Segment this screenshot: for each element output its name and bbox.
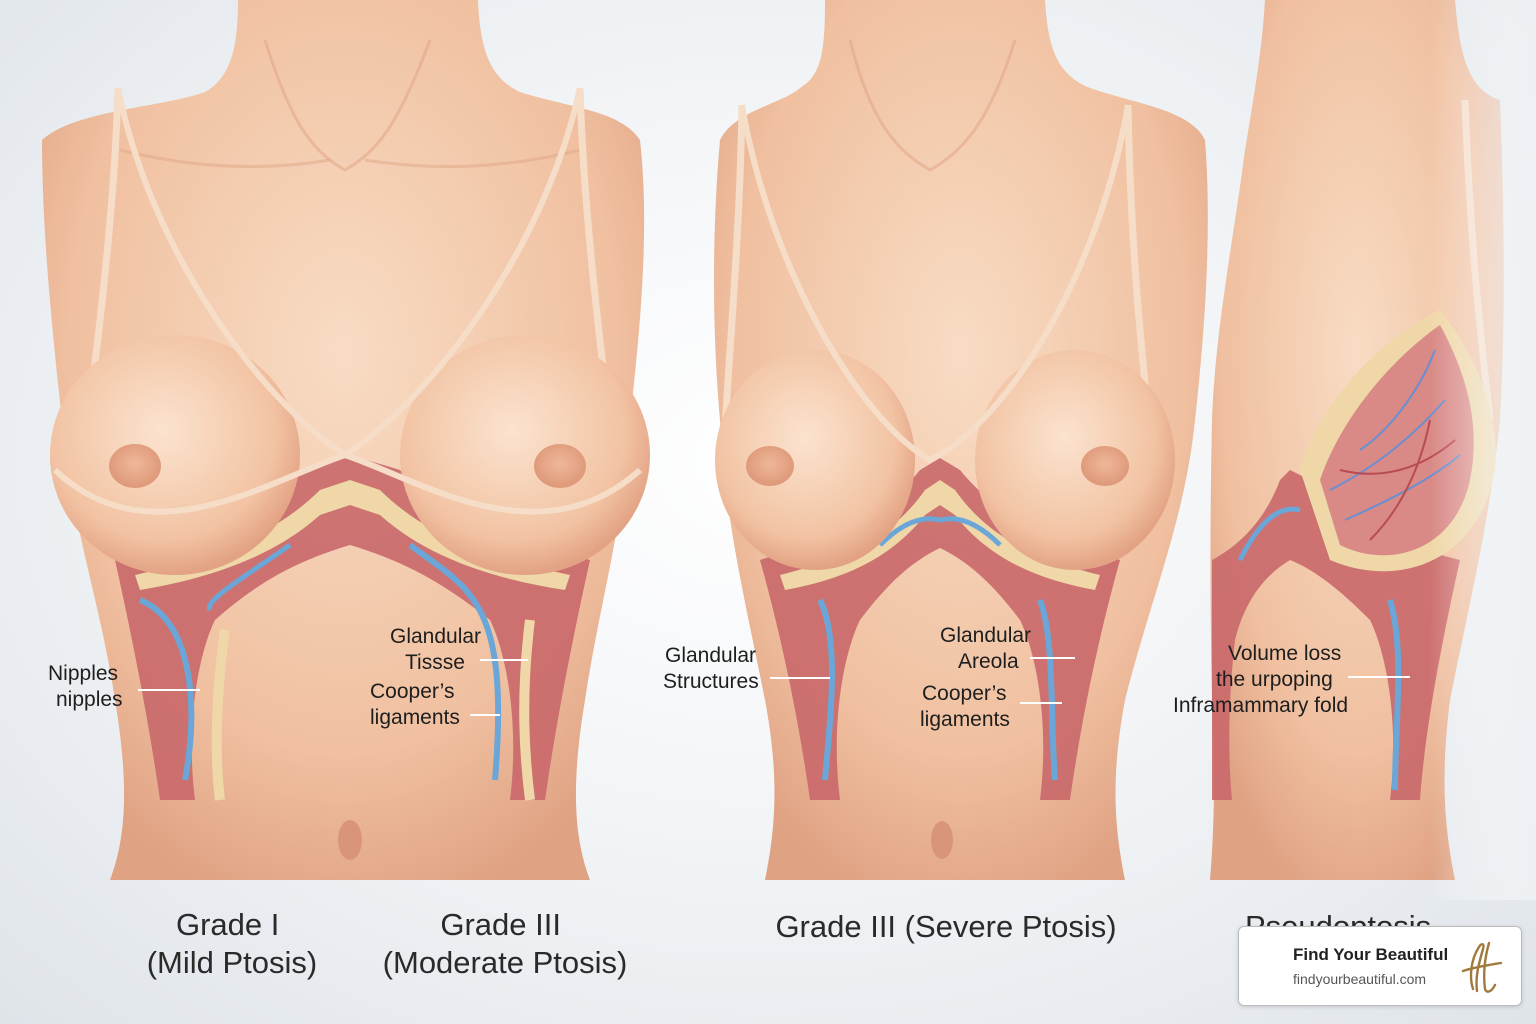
breast-right-2	[975, 350, 1175, 570]
panel-grade-3	[714, 0, 1208, 880]
title-grade-2: Grade III (Moderate Ptosis)	[383, 907, 628, 980]
label-volume-loss: Volume loss the urpoping Inframammary fo…	[1173, 642, 1348, 717]
navel-1	[338, 820, 362, 860]
navel-2	[931, 821, 953, 859]
title-grade-1: Grade I (Mild Ptosis)	[147, 907, 318, 980]
label-nipples: Nipples nipples	[48, 662, 124, 711]
brand-badge[interactable]: Find Your Beautiful findyourbeautiful.co…	[1238, 926, 1522, 1006]
label-coopers-ligaments-2: Cooper’s ligaments	[920, 682, 1012, 731]
breast-right-1	[400, 335, 650, 575]
label-glandular-areola: Glandular Areola	[940, 624, 1037, 673]
label-glandular-tissue: Glandular Tissse	[390, 625, 487, 674]
nipple-left-1	[109, 444, 161, 488]
label-glandular-structures: Glandular Structures	[663, 644, 762, 693]
label-coopers-ligaments-1: Cooper’s ligaments	[370, 680, 460, 729]
nipple-right-2	[1081, 446, 1129, 486]
brand-name: Find Your Beautiful	[1293, 945, 1449, 964]
panel-grade-1-2	[42, 0, 650, 880]
title-grade-3: Grade III (Severe Ptosis)	[775, 909, 1116, 944]
nipple-left-2	[746, 446, 794, 486]
brand-url: findyourbeautiful.com	[1293, 971, 1427, 987]
panel-pseudoptosis	[1210, 0, 1536, 900]
breast-left-2	[715, 350, 915, 570]
nipple-right-1	[534, 444, 586, 488]
breast-left-1	[50, 335, 300, 575]
script-h-monogram-icon	[1461, 941, 1503, 993]
